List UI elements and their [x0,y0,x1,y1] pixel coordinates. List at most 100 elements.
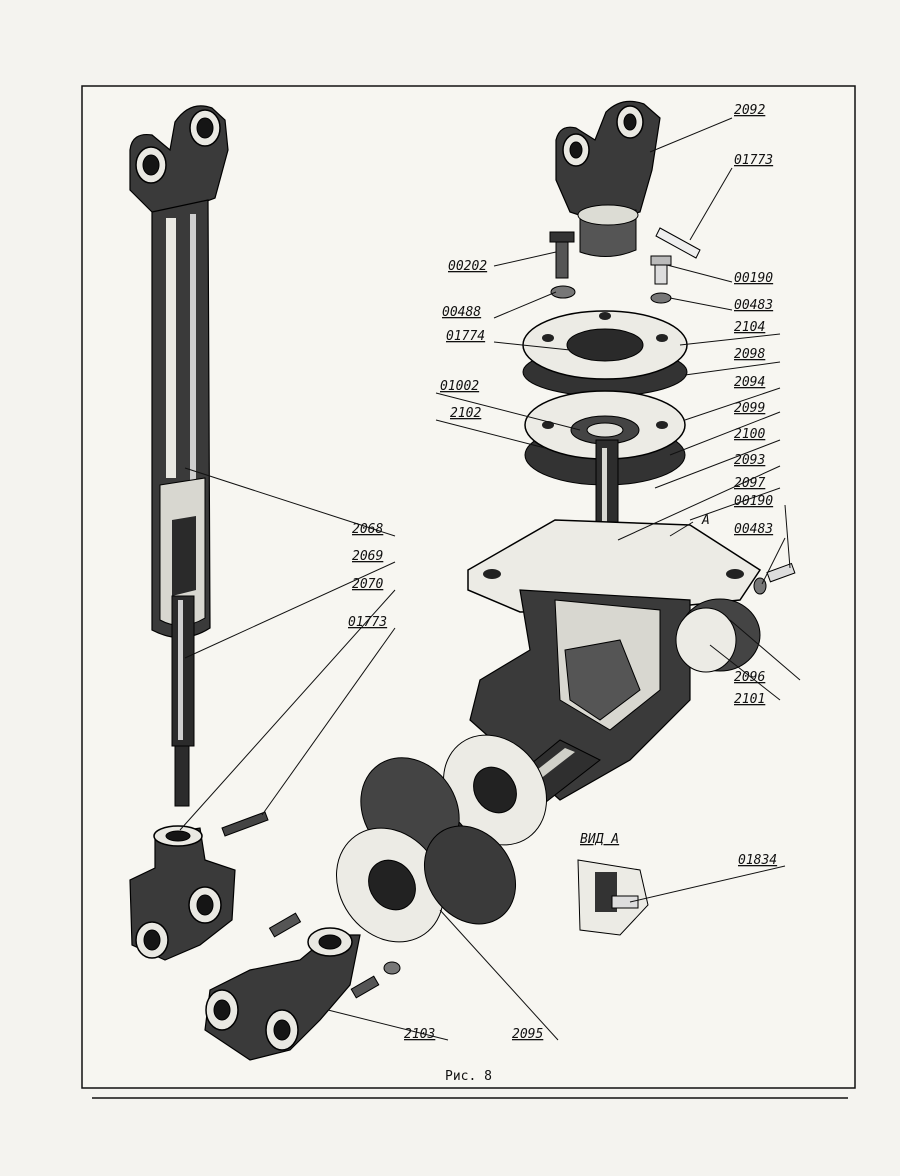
view-a-fitting-01834 [611,895,639,909]
leader-2068 [184,467,396,537]
leader-2103 [327,1009,449,1041]
leader-01834 [629,865,786,903]
flange-upper-bore [473,766,517,814]
callout-2069: 2069 [352,549,383,564]
yoke-eye-left-hole [142,154,160,176]
leader-01773b [261,627,396,816]
callout-01773-top: 01773 [734,153,773,168]
leader-2102 [435,419,546,449]
cover-2101 [675,607,737,673]
leader-2099 [669,411,781,456]
pin-01773-left [221,811,269,837]
leader-00190a [666,264,733,283]
yoke-2103-eye-a-hole [213,999,231,1021]
diagonal-assembly [204,734,601,1061]
leader-00483a [669,297,733,311]
bolt-00190-head [650,255,672,266]
leader-2096 [729,619,801,681]
leader-view-a [669,521,694,537]
leader-01774 [493,341,571,351]
yoke-2092-eye-a-hole [569,141,583,159]
callout-01773-left: 01773 [348,615,387,630]
callout-01774: 01774 [446,329,485,344]
callout-2103: 2103 [404,1027,435,1042]
bolt-00202-head [549,231,575,243]
right-top-stack [522,100,701,656]
leader-2094 [684,387,781,421]
base-hole-2 [726,569,744,579]
yoke-2092-hub-face [577,204,639,226]
leader-2069 [184,561,396,659]
leader-00190b [784,504,791,569]
inner-shaft-highlight [178,600,183,740]
yoke-2103-hub-bore [318,934,342,950]
yoke-2103-eye-b-hole [273,1019,291,1041]
left-shaft-assembly [129,105,269,961]
callout-2070: 2070 [352,577,383,592]
pin-01773-right [655,227,701,259]
callout-01002: 01002 [440,379,479,394]
leader-01002 [435,392,581,431]
flange-2104-hole-3 [599,312,611,320]
bottom-yoke-eye-a-hole [143,929,161,951]
view-a-detail [577,859,649,936]
callout-2068: 2068 [352,522,383,537]
bevel-gear [564,639,641,721]
leader-2098 [684,361,781,376]
callout-00202: 00202 [448,259,487,274]
washer-00483 [650,292,672,304]
bearing-01002-inner [586,422,624,438]
callout-2092: 2092 [734,103,765,118]
leader-2092 [649,117,733,153]
view-arrow-label: А [701,513,710,528]
bottom-yoke-bore [165,830,191,842]
leader-2100 [654,439,781,489]
bolt-00202 [555,237,569,279]
base-hole-1 [483,569,501,579]
flange-2104-hole-2 [656,334,668,342]
callout-00483-side: 00483 [734,522,773,537]
washer-00488 [550,285,576,299]
callout-2099: 2099 [734,401,765,416]
leader-2093 [617,465,781,541]
housing-base-plate [467,519,762,613]
callout-2093: 2093 [734,453,765,468]
callout-2104: 2104 [734,320,765,335]
leader-00202 [493,251,557,267]
yoke-2103 [204,934,361,1061]
flange-2095-back [423,825,517,925]
flange-2104-hole-1 [542,334,554,342]
leader-00483b [761,537,786,585]
view-a-title: ВИД А [580,832,619,847]
tube-insert [172,516,196,596]
leader-lines [179,117,801,1041]
callout-2100: 2100 [734,427,765,442]
inner-shaft-end [174,745,190,807]
washer-lower [383,961,401,975]
figure-caption: Рис. 8 [445,1069,492,1084]
leader-2097 [689,487,781,521]
leader-00488 [493,291,557,319]
callout-00488: 00488 [442,305,481,320]
flange-2095-bore [368,859,416,911]
callout-labels: 2092 01773 00202 00190 00488 00483 01774… [348,103,777,1084]
callout-2094: 2094 [734,375,765,390]
outer-tube-highlight-2 [190,214,196,484]
callout-2102: 2102 [450,406,481,421]
flange-2094-hole-2 [656,421,668,429]
flange-2104-bore [566,328,644,362]
leader-2070 [179,589,396,831]
bottom-yoke-eye-b-hole [196,894,214,916]
bolt-00190-side [766,562,796,583]
callout-2101: 2101 [734,692,765,707]
callout-2097: 2097 [734,476,765,491]
gearbox-housing-2097 [467,519,796,801]
leader-2101 [709,644,781,701]
callout-2095: 2095 [512,1027,543,1042]
callout-00483-top: 00483 [734,298,773,313]
callout-2096: 2096 [734,670,765,685]
callout-2098: 2098 [734,347,765,362]
bolt-lower-1 [268,912,302,938]
leader-2104 [679,333,781,346]
